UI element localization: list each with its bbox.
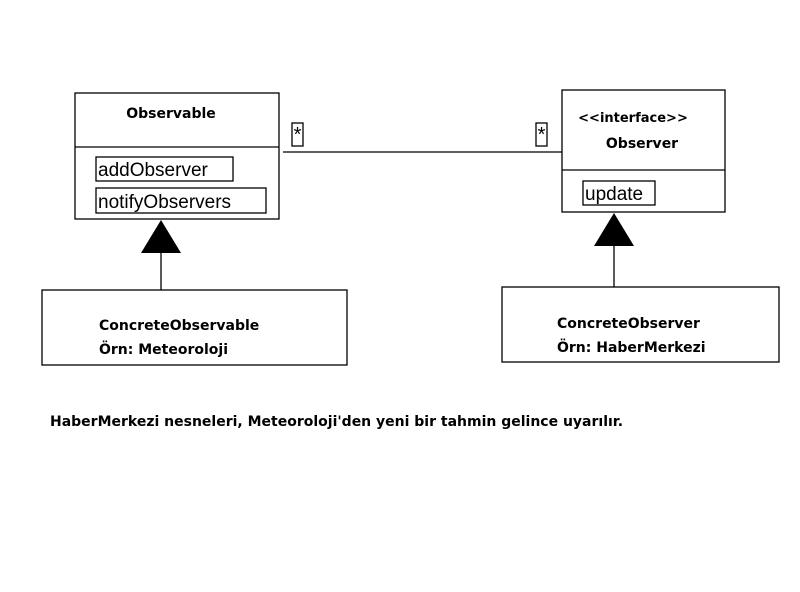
generalization-arrowhead-left — [141, 220, 181, 253]
method-add-observer: addObserver — [98, 160, 209, 181]
observer-interface-box — [561, 89, 726, 213]
observer-title: Observer — [606, 136, 678, 152]
method-update: update — [585, 184, 643, 205]
right-multiplicity: * — [538, 124, 546, 146]
method-notify-observers: notifyObservers — [98, 192, 231, 213]
method-box-add-observer — [95, 156, 234, 182]
right-multiplicity-box — [535, 122, 548, 147]
concrete-observable-example: Örn: Meteoroloji — [99, 340, 228, 358]
left-multiplicity-box — [291, 122, 304, 147]
observer-stereotype: <<interface>> — [578, 111, 688, 126]
inheritance-right — [594, 213, 634, 287]
realization-arrowhead-right — [594, 213, 634, 246]
concrete-observer-class: ConcreteObserver Örn: HaberMerkezi — [501, 286, 780, 363]
left-multiplicity: * — [294, 124, 302, 146]
concrete-observer-box — [501, 286, 780, 363]
observable-class-box — [74, 92, 280, 220]
concrete-observable-name: ConcreteObservable — [99, 318, 259, 334]
concrete-observer-example: Örn: HaberMerkezi — [557, 338, 706, 356]
observer-interface: <<interface>> Observer update — [561, 89, 726, 213]
concrete-observable-box — [41, 289, 348, 366]
inheritance-left — [141, 220, 181, 290]
diagram-caption: HaberMerkezi nesneleri, Meteoroloji'den … — [50, 414, 623, 430]
concrete-observer-name: ConcreteObserver — [557, 316, 700, 332]
observable-class: Observable addObserver notifyObservers — [74, 92, 280, 220]
association: * * — [283, 122, 562, 153]
method-box-notify-observers — [95, 187, 267, 214]
concrete-observable-class: ConcreteObservable Örn: Meteoroloji — [41, 289, 348, 366]
method-box-update — [582, 180, 656, 206]
observable-title: Observable — [126, 106, 216, 122]
